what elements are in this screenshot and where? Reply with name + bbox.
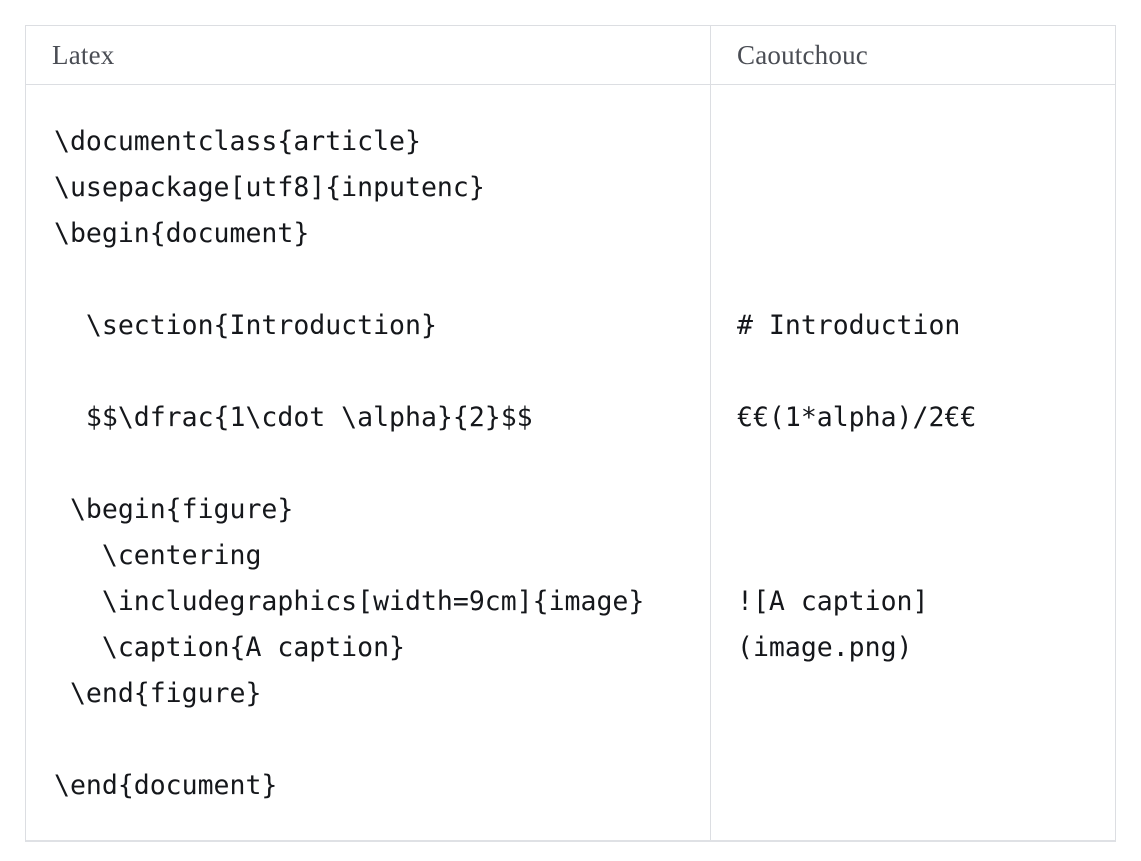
caoutchouc-code-block: # Introduction €€(1*alpha)/2€€ ![A capti… [737, 310, 977, 663]
latex-code-block: \documentclass{article} \usepackage[utf8… [54, 126, 645, 801]
caoutchouc-code-cell: # Introduction €€(1*alpha)/2€€ ![A capti… [711, 85, 1115, 840]
table-body-row: \documentclass{article} \usepackage[utf8… [26, 85, 1115, 840]
latex-code-cell: \documentclass{article} \usepackage[utf8… [26, 85, 711, 840]
table-header-row: Latex Caoutchouc [26, 26, 1115, 85]
column-header-caoutchouc: Caoutchouc [737, 39, 868, 70]
column-header-latex: Latex [26, 26, 711, 84]
latex-caoutchouc-comparison-table: Latex Caoutchouc \documentclass{article}… [25, 25, 1116, 842]
